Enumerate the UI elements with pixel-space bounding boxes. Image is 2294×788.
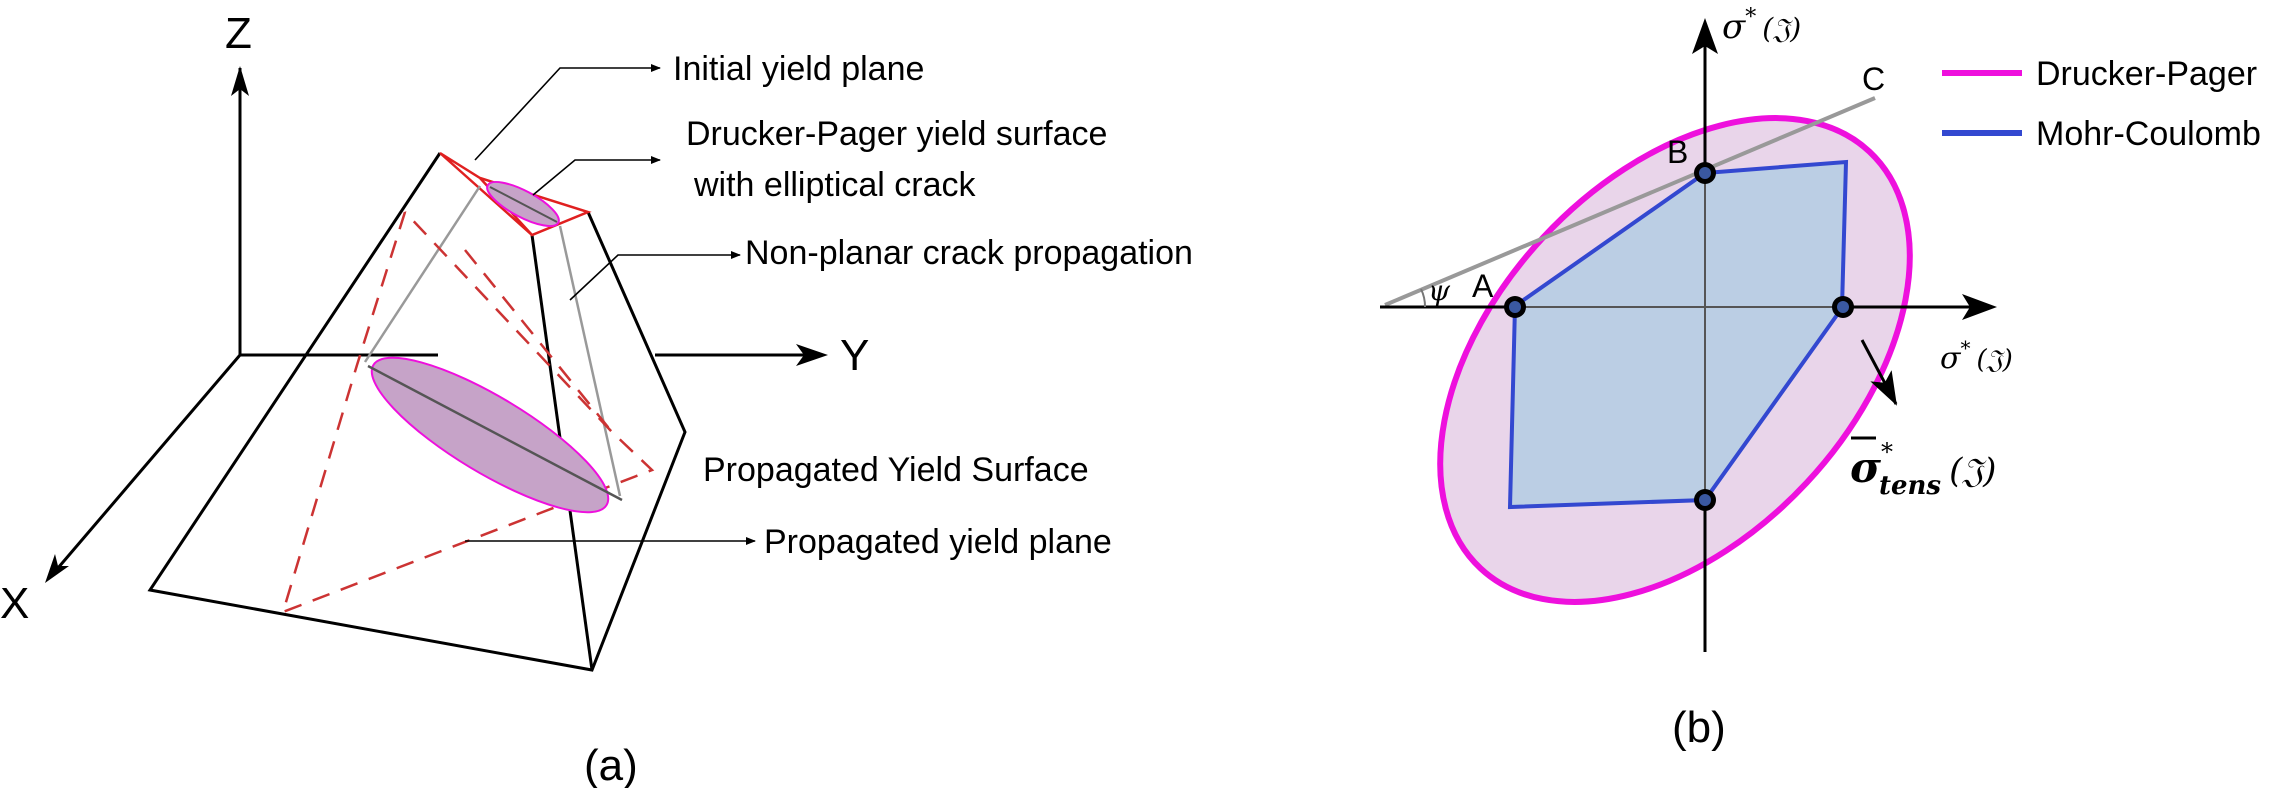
caption-b: (b) <box>1672 703 1726 752</box>
gray-guide-right <box>558 225 622 497</box>
point-a-inner <box>1509 301 1521 313</box>
sigma-h-axis-arrowhead <box>1962 294 1997 320</box>
psi-angle-arc <box>1420 288 1427 308</box>
legend-label-drucker-pager: Drucker-Pager <box>2036 55 2257 93</box>
initial-crack-axis <box>489 186 558 223</box>
x-axis <box>50 354 242 576</box>
propagated-crack-ellipse <box>370 356 610 514</box>
callout-dp-surface <box>532 156 661 196</box>
panel-b: ψ A B C σ*(𝔍) σ*(𝔍) σ*tens(𝔍) Drucker-Pa… <box>1380 5 2261 752</box>
propagated-plane-dashed-2 <box>464 249 613 433</box>
point-bottom-inner <box>1699 494 1711 506</box>
sigma-h-label: σ*(𝔍) <box>1940 336 2013 376</box>
label-propagated-plane: Propagated yield plane <box>764 523 1112 561</box>
legend: Drucker-Pager Mohr-Coulomb <box>1942 55 2261 153</box>
label-point-b: B <box>1667 134 1688 170</box>
point-tension-inner <box>1837 301 1849 313</box>
sigma-v-axis-arrowhead <box>1692 18 1718 54</box>
label-initial-yield-plane: Initial yield plane <box>673 50 924 88</box>
sigma-v-label: σ*(𝔍) <box>1722 5 1801 47</box>
y-axis-arrowhead <box>796 344 828 366</box>
label-point-a: A <box>1472 268 1494 304</box>
y-axis-label: Y <box>840 331 869 380</box>
psi-label: ψ <box>1428 274 1451 307</box>
label-dp-surface-line2: with elliptical crack <box>693 166 977 204</box>
callout-non-planar <box>569 251 741 301</box>
initial-yield-plane <box>439 151 592 237</box>
gray-guide-left <box>363 185 482 363</box>
caption-a: (a) <box>584 741 638 788</box>
sigma-tens-label: σ*tens(𝔍) <box>1850 438 1996 501</box>
callout-initial-yield-plane <box>474 64 661 161</box>
propagated-crack-axis <box>367 364 623 502</box>
tension-arrow <box>1860 339 1898 406</box>
panel-a: Z Y X Initial yield plane Drucker-Pager … <box>0 9 1193 788</box>
x-axis-arrowhead <box>45 554 69 583</box>
point-b-inner <box>1699 167 1711 179</box>
label-dp-surface-line1: Drucker-Pager yield surface <box>686 115 1107 153</box>
x-axis-label: X <box>0 579 29 628</box>
label-point-c: C <box>1862 61 1885 97</box>
tangent-line-bc <box>1384 96 1876 307</box>
legend-label-mohr-coulomb: Mohr-Coulomb <box>2036 115 2261 153</box>
label-propagated-surface: Propagated Yield Surface <box>703 451 1089 489</box>
label-non-planar: Non-planar crack propagation <box>745 234 1193 272</box>
z-axis-label: Z <box>225 9 252 58</box>
z-axis-arrowhead <box>231 66 249 96</box>
